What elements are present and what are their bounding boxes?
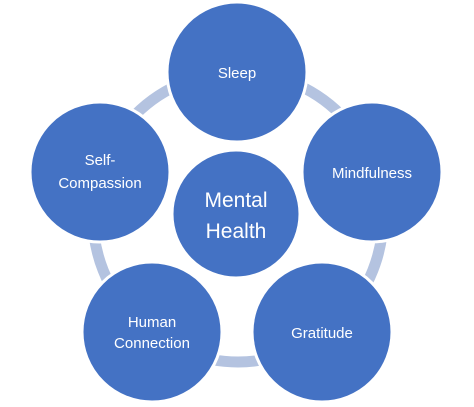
node-human-connection-label-line1: Human [128, 314, 176, 331]
node-gratitude-label: Gratitude [291, 325, 353, 342]
node-self-compassion: Self- Compassion [28, 100, 172, 244]
node-sleep: Sleep [165, 0, 309, 144]
center-circle [170, 148, 302, 280]
node-human-connection: Human Connection [80, 260, 224, 404]
node-sleep-circle [165, 0, 309, 144]
node-human-connection-label-line2: Connection [114, 335, 190, 352]
node-mindfulness-circle [300, 100, 444, 244]
node-center: Mental Health [170, 148, 302, 280]
center-label-line2: Health [206, 220, 267, 243]
center-label-line1: Mental [204, 189, 267, 212]
node-mindfulness: Mindfulness [300, 100, 444, 244]
node-human-connection-circle [80, 260, 224, 404]
node-sleep-label: Sleep [218, 65, 256, 82]
node-gratitude: Gratitude [250, 260, 394, 404]
node-self-compassion-label-line2: Compassion [58, 175, 141, 192]
node-mindfulness-label: Mindfulness [332, 165, 412, 182]
node-gratitude-circle [250, 260, 394, 404]
node-self-compassion-circle [28, 100, 172, 244]
node-self-compassion-label-line1: Self- [85, 152, 116, 169]
